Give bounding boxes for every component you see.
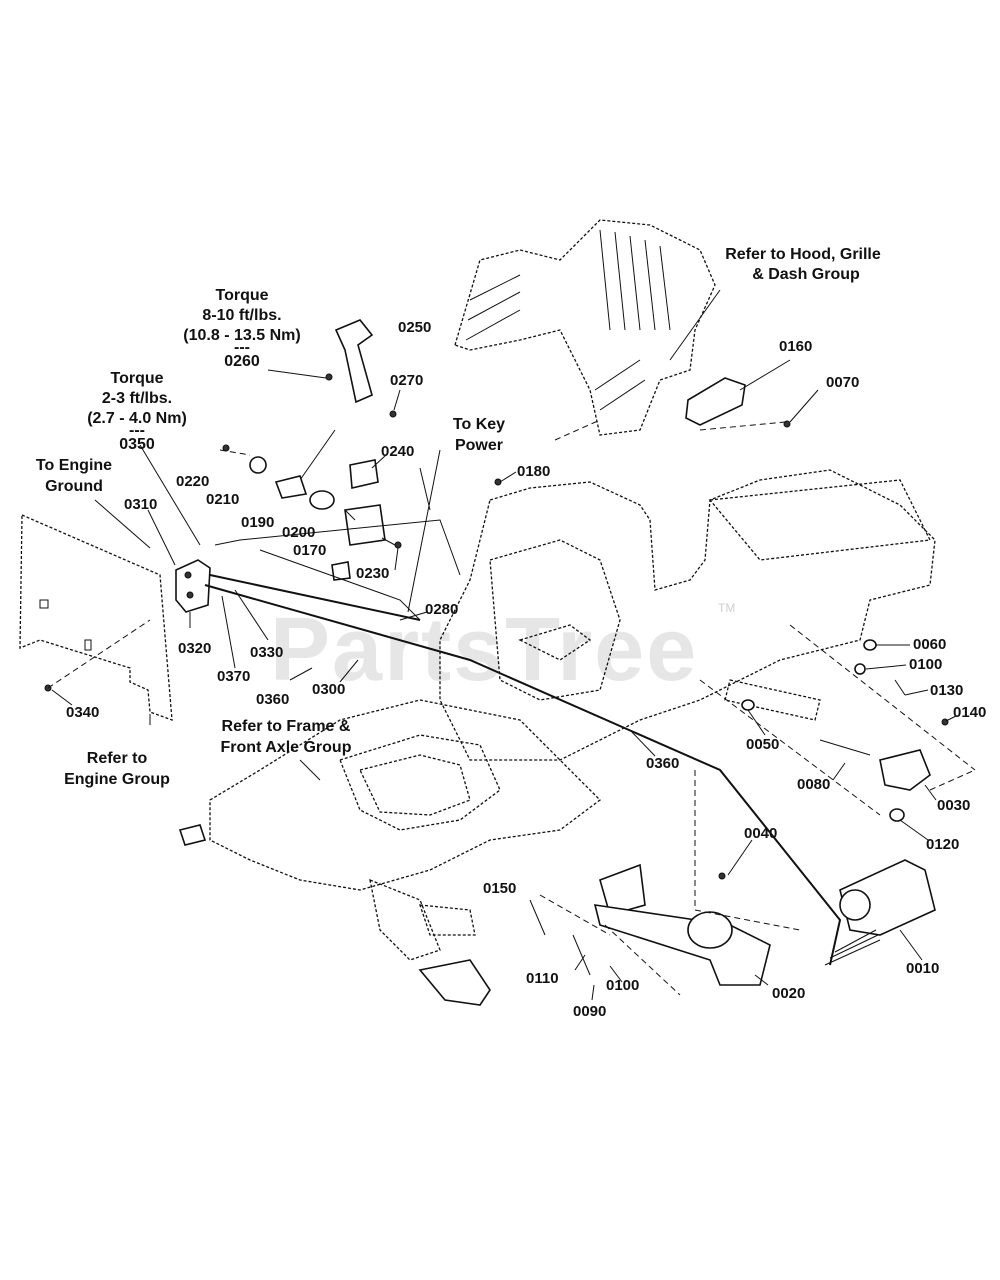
leader-lines (51, 289, 957, 1001)
label-0230: 0230 (356, 565, 389, 582)
label-0130: 0130 (930, 682, 963, 699)
engine-group-line-1: Refer to (87, 750, 148, 767)
label-0060: 0060 (913, 636, 946, 653)
front-axle-frame (178, 699, 601, 1006)
label-0360-left: 0360 (256, 691, 289, 708)
small-parts-cluster (44, 373, 791, 692)
label-0240: 0240 (381, 443, 414, 460)
label-0100-right: 0100 (909, 656, 942, 673)
ignition-switch-part (175, 559, 211, 613)
label-0320: 0320 (178, 640, 211, 657)
key-power-line-2: Power (455, 437, 503, 454)
part-labels: 0250 0270 0220 0210 0190 0240 0200 0170 … (66, 319, 986, 1020)
label-0090: 0090 (573, 1003, 606, 1020)
main-frame (439, 469, 936, 761)
label-0360-center: 0360 (646, 755, 679, 772)
label-0300: 0300 (312, 681, 345, 698)
torque-top-line-2: 8-10 ft/lbs. (202, 307, 281, 324)
label-0270: 0270 (390, 372, 423, 389)
key-power-line-1: To Key (453, 416, 505, 433)
label-0110: 0110 (526, 970, 559, 987)
note-hood-line-1: Refer to Hood, Grille (725, 246, 881, 263)
label-0050: 0050 (746, 736, 779, 753)
label-0190: 0190 (241, 514, 274, 531)
label-0180: 0180 (517, 463, 550, 480)
note-engine-ground: To Engine Ground (36, 457, 112, 495)
wire-harness (204, 519, 842, 966)
label-0030: 0030 (937, 797, 970, 814)
assembly-lines (47, 419, 976, 996)
torque-left-line-3: (2.7 - 4.0 Nm) (87, 410, 187, 427)
label-0080: 0080 (797, 776, 830, 793)
note-frame-group: Refer to Frame & Front Axle Group (221, 718, 352, 756)
watermark-text: PartsTree (270, 600, 698, 700)
torque-left-line-1: Torque (110, 370, 163, 387)
label-0330: 0330 (250, 644, 283, 661)
label-0020: 0020 (772, 985, 805, 1002)
torque-left-line-5: 0350 (119, 436, 155, 453)
hood-dash-panel (454, 219, 716, 436)
label-0200: 0200 (282, 524, 315, 541)
note-hood-line-2: & Dash Group (752, 266, 860, 283)
torque-top-line-4: --- (234, 339, 250, 356)
label-0040: 0040 (744, 825, 777, 842)
torque-top-line-3: (10.8 - 13.5 Nm) (183, 327, 300, 344)
note-engine-group: Refer to Engine Group (64, 750, 170, 788)
throttle-lever-part (274, 319, 374, 499)
label-0010: 0010 (906, 960, 939, 977)
label-0280: 0280 (425, 601, 458, 618)
frame-group-line-2: Front Axle Group (221, 739, 352, 756)
note-key-power: To Key Power (453, 416, 505, 454)
engine-group-line-2: Engine Group (64, 771, 170, 788)
label-0160: 0160 (779, 338, 812, 355)
torque-left-line-4: --- (129, 422, 145, 439)
label-0220: 0220 (176, 473, 209, 490)
pedal-linkage-part (529, 863, 771, 986)
label-0340: 0340 (66, 704, 99, 721)
note-torque-left: Torque 2-3 ft/lbs. (2.7 - 4.0 Nm) --- 03… (87, 370, 187, 453)
label-0120: 0120 (926, 836, 959, 853)
label-0150: 0150 (483, 880, 516, 897)
torque-top-line-5: 0260 (224, 353, 260, 370)
starter-motor-part (824, 859, 936, 966)
label-0310: 0310 (124, 496, 157, 513)
engine-ground-line-2: Ground (45, 478, 103, 495)
label-0370: 0370 (217, 668, 250, 685)
note-hood-group: Refer to Hood, Grille & Dash Group (725, 246, 881, 283)
side-panel-0310 (19, 514, 173, 721)
label-0210: 0210 (206, 491, 239, 508)
note-torque-top: Torque 8-10 ft/lbs. (10.8 - 13.5 Nm) ---… (183, 287, 300, 370)
label-0100-bottom: 0100 (606, 977, 639, 994)
torque-left-line-2: 2-3 ft/lbs. (102, 390, 172, 407)
engine-ground-line-1: To Engine (36, 457, 112, 474)
dash-switch-part (685, 377, 746, 426)
label-0250: 0250 (398, 319, 431, 336)
mount-bracket-part (718, 639, 949, 880)
trademark-text: TM (718, 601, 735, 615)
label-0070: 0070 (826, 374, 859, 391)
torque-top-line-1: Torque (215, 287, 268, 304)
label-0170: 0170 (293, 542, 326, 559)
frame-group-line-1: Refer to Frame & (222, 718, 351, 735)
label-0140: 0140 (953, 704, 986, 721)
